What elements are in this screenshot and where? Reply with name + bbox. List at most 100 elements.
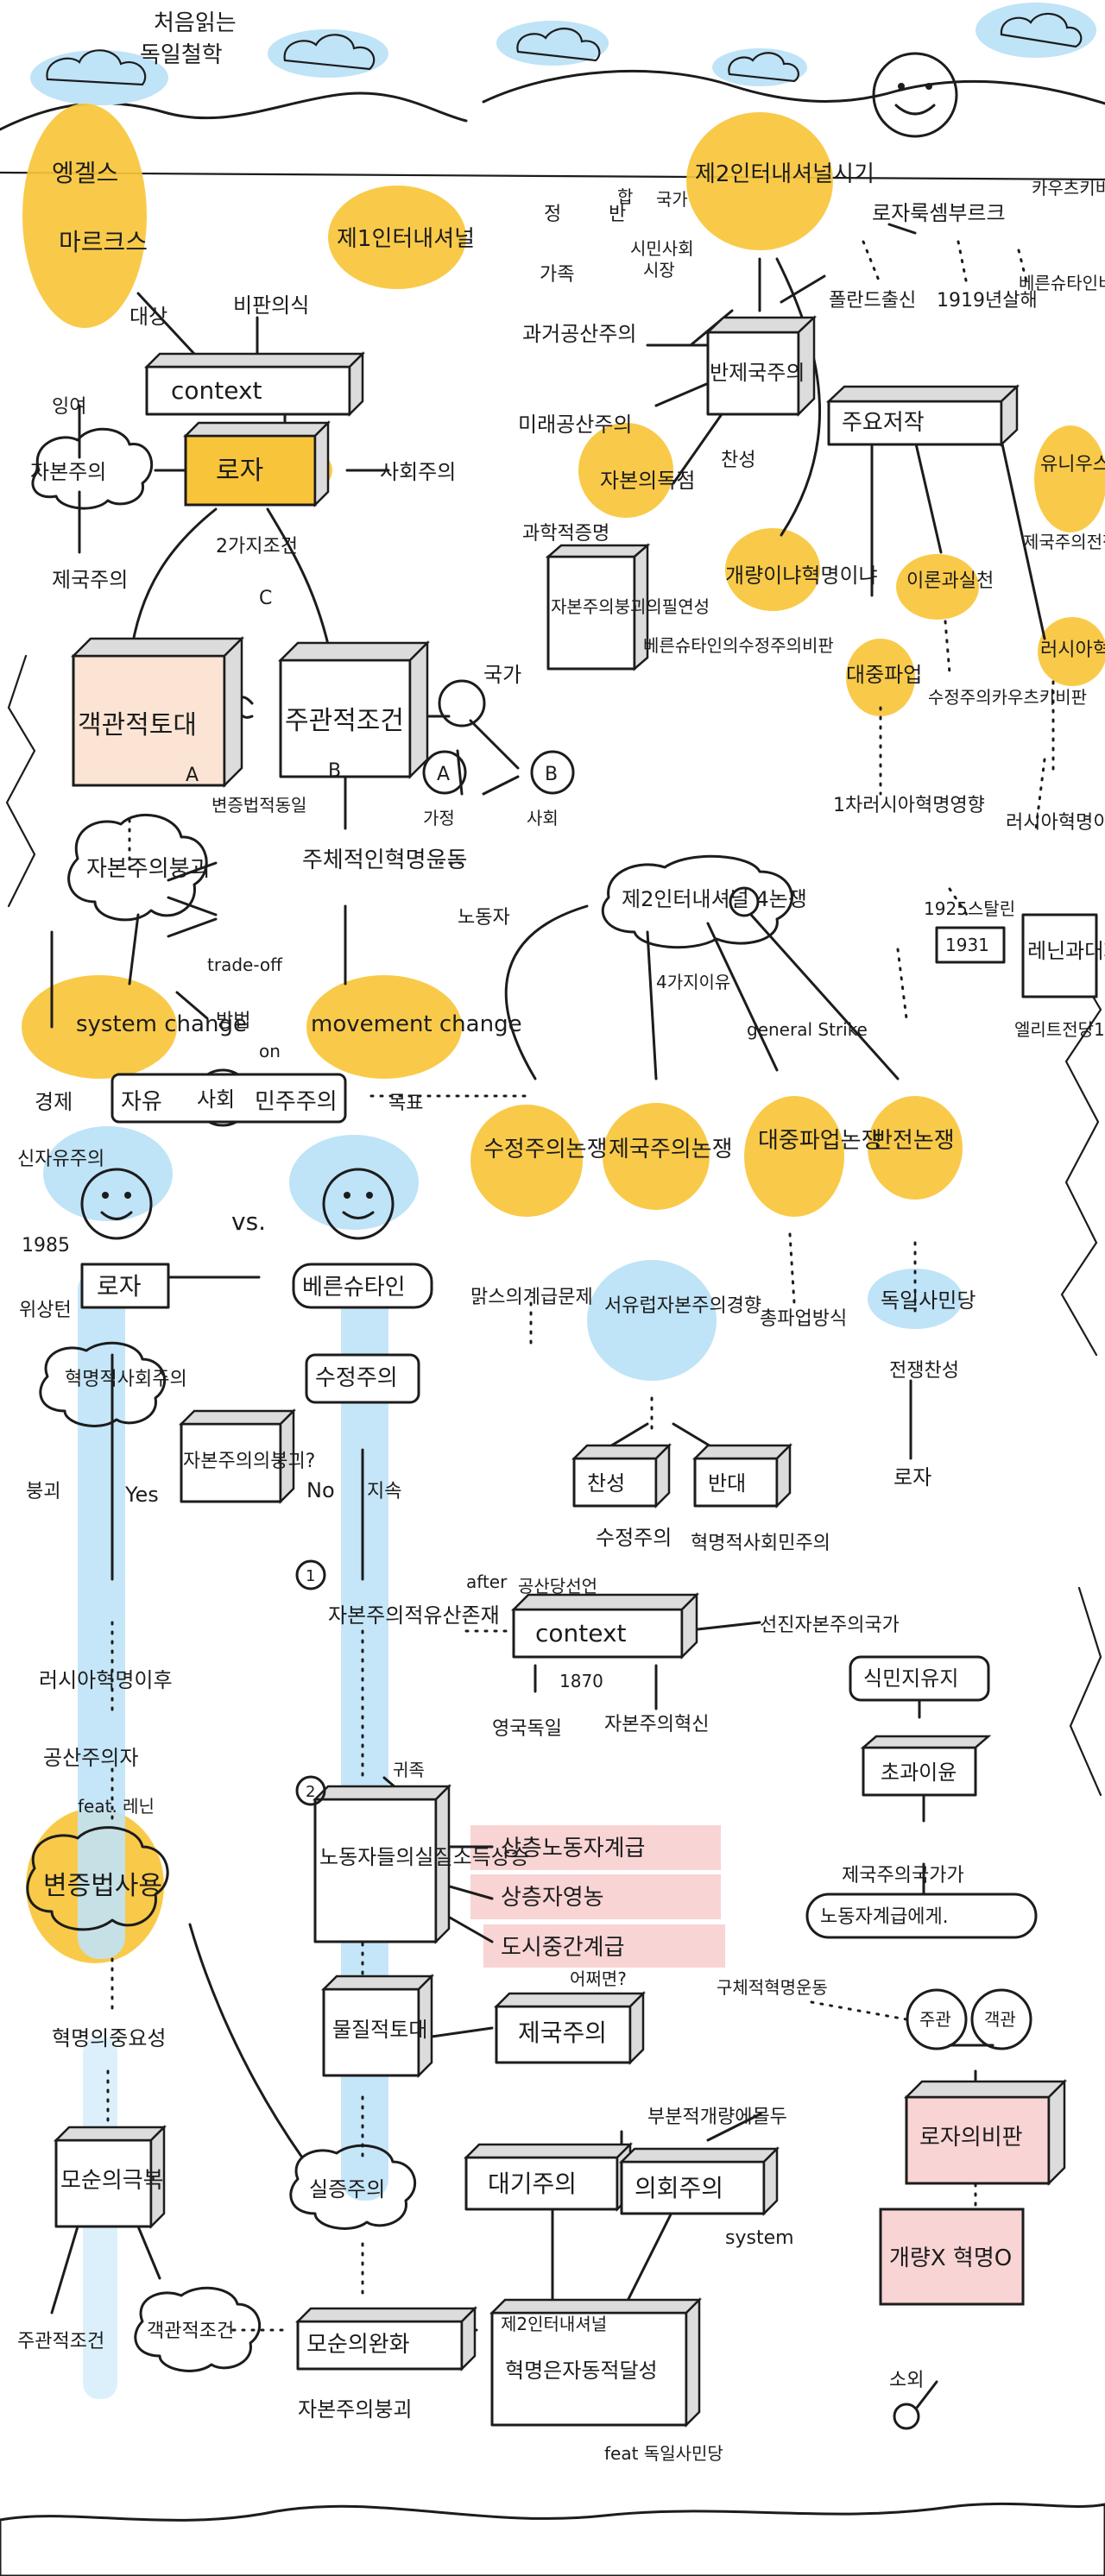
new-lib: 신자유주의 xyxy=(17,1149,104,1170)
collapse-cloud: 자본주의붕괴 xyxy=(86,856,211,882)
communists: 공산주의자 xyxy=(43,1746,138,1770)
bernstein-box-vs xyxy=(292,1263,433,1309)
general-method: 총파업방식 xyxy=(760,1308,847,1330)
vs-collapse: 붕괴 xyxy=(26,1481,60,1502)
box-auto-rev xyxy=(489,2296,703,2428)
sustain-exist: 자본주의적유산존재 xyxy=(328,1603,500,1628)
intl2-family: 가족 xyxy=(540,264,574,286)
works: 주요저작 xyxy=(842,410,925,436)
box-worker-rise xyxy=(312,1783,452,1945)
c-label: C xyxy=(259,588,272,609)
header-title-1: 처음읽는 xyxy=(154,10,237,36)
material: 물질적토대 xyxy=(332,2018,427,2042)
rosa-poland: 폴란드출신 xyxy=(829,290,916,312)
smiley-face-icon xyxy=(872,52,958,138)
reform-or-rev: 개량이냐혁명이냐 xyxy=(725,564,878,588)
vs-bernstein: 베른슈타인 xyxy=(302,1275,406,1301)
num1: 1 xyxy=(306,1567,315,1585)
tradeoff: trade-off xyxy=(207,954,283,975)
circle-c xyxy=(438,679,486,727)
cap-collapse-low: 자본주의붕괴 xyxy=(298,2397,412,2422)
parliamentary: 의회주의 xyxy=(635,2174,723,2202)
worker-rise: 노동자들의실질소득상승 xyxy=(319,1845,529,1869)
anti-imp: 반제국주의 xyxy=(710,361,805,385)
auto-rev: 혁명은자동적달성 xyxy=(505,2359,658,2383)
cloud-icon xyxy=(30,49,168,105)
box-to-workers xyxy=(805,1893,1038,1939)
rosa-box-vs xyxy=(80,1263,170,1309)
cloud-icon xyxy=(268,29,388,78)
cloud-debate-title xyxy=(601,854,793,949)
box-colonies xyxy=(849,1655,990,1702)
freedom-box xyxy=(110,1073,347,1124)
vs-label: vs. xyxy=(231,1207,266,1236)
cloud-obj-cond xyxy=(134,2286,262,2372)
germany-sdp: 독일사민당 xyxy=(881,1288,976,1313)
revisionism-box xyxy=(305,1353,420,1404)
obj-cond: 객관적조건 xyxy=(147,2321,234,2342)
a-label: A xyxy=(186,765,199,786)
vs-yes: Yes xyxy=(124,1483,159,1507)
to-workers: 노동자계급에게. xyxy=(820,1906,949,1928)
flower-icon xyxy=(893,2380,938,2430)
cap-self: 자본의독점 xyxy=(600,469,695,493)
circle-a xyxy=(422,750,467,795)
surplus-profit: 초과이윤 xyxy=(881,1760,957,1785)
intl2-praise: 찬성 xyxy=(721,450,755,471)
box-cap-collapse-proof xyxy=(545,543,651,671)
vs-revisionism: 수정주의 xyxy=(315,1365,398,1391)
subject-move: 주체적인혁명운동 xyxy=(302,847,467,873)
system-label: system xyxy=(725,2227,794,2249)
general-strike: general Strike xyxy=(747,1019,868,1040)
change-state: 변증법적동일 xyxy=(212,795,306,816)
surplus: 잉여 xyxy=(52,396,86,418)
highlight-blobs xyxy=(22,104,1105,2399)
cloud-icon xyxy=(289,1135,419,1230)
contradiction: 모순의완화 xyxy=(306,2332,410,2358)
intl2-debate: 제2인터내셔널 4논쟁 xyxy=(622,887,807,911)
rev-social: 혁명적사회주의 xyxy=(65,1369,187,1390)
daesang: 대상 xyxy=(129,305,167,329)
pragmatism: 실증주의 xyxy=(309,2177,385,2201)
feat-lenin: feat. 레닌 xyxy=(78,1796,155,1817)
text-layer: 처음읽는 독일철학 엥겔스 마르크스 제1인터내셔널 제2인터내셔널시기 대상 … xyxy=(17,10,1105,2464)
dialectic: 변증법사용 xyxy=(43,1871,162,1901)
system-change: system change xyxy=(76,1011,247,1037)
box-oppose xyxy=(691,1442,793,1509)
marx: 마르크스 xyxy=(59,228,148,256)
assume: 가정 xyxy=(423,808,455,828)
rosa-arrow: 로자 xyxy=(893,1465,931,1490)
on: on xyxy=(259,1041,281,1061)
rosa-kautsky: 카우츠키비판 xyxy=(1032,178,1105,198)
city-class: 도시중간계급 xyxy=(501,1935,625,1961)
bourgeois: 어쩌면? xyxy=(570,1968,627,1989)
marx-class: 맑스의계급문제 xyxy=(470,1287,593,1308)
accumulation: 이론과실천 xyxy=(906,570,994,592)
worker: 노동자 xyxy=(458,907,510,929)
box-parliamentary xyxy=(618,2145,780,2217)
face-rosa xyxy=(80,1168,153,1240)
colonies: 식민지유지 xyxy=(863,1666,958,1691)
feat-sdp: feat 독일사민당 xyxy=(604,2443,723,2464)
objective: 객관적토대 xyxy=(78,710,197,740)
connectors xyxy=(50,223,1055,2332)
cloud-dialectic xyxy=(26,1826,169,1931)
engels: 엥겔스 xyxy=(52,159,118,187)
num2: 2 xyxy=(306,1783,315,1801)
box-praise xyxy=(571,1442,672,1509)
cloud-icon xyxy=(496,21,609,66)
cloud-pragmatism xyxy=(289,2144,417,2230)
box-context-mid xyxy=(510,1591,700,1660)
box-subjective xyxy=(277,639,431,780)
a-circle: A xyxy=(437,764,450,785)
cap-collapse-proof: 자본주의붕괴의필연성 xyxy=(551,596,710,617)
concrete: 구체적혁명운동 xyxy=(717,1977,828,1998)
lenin-dialog: 레닌과대화 xyxy=(1027,939,1105,963)
background-decor xyxy=(0,69,1105,2576)
rev-socialism2: 혁명적사회민주의 xyxy=(691,1533,830,1554)
box-surplus-profit xyxy=(860,1735,992,1797)
bernstein-crit: 베른슈타인의수정주의비판 xyxy=(643,635,834,656)
circle-subj-small xyxy=(906,1988,968,2050)
box-lenin xyxy=(1021,913,1098,998)
